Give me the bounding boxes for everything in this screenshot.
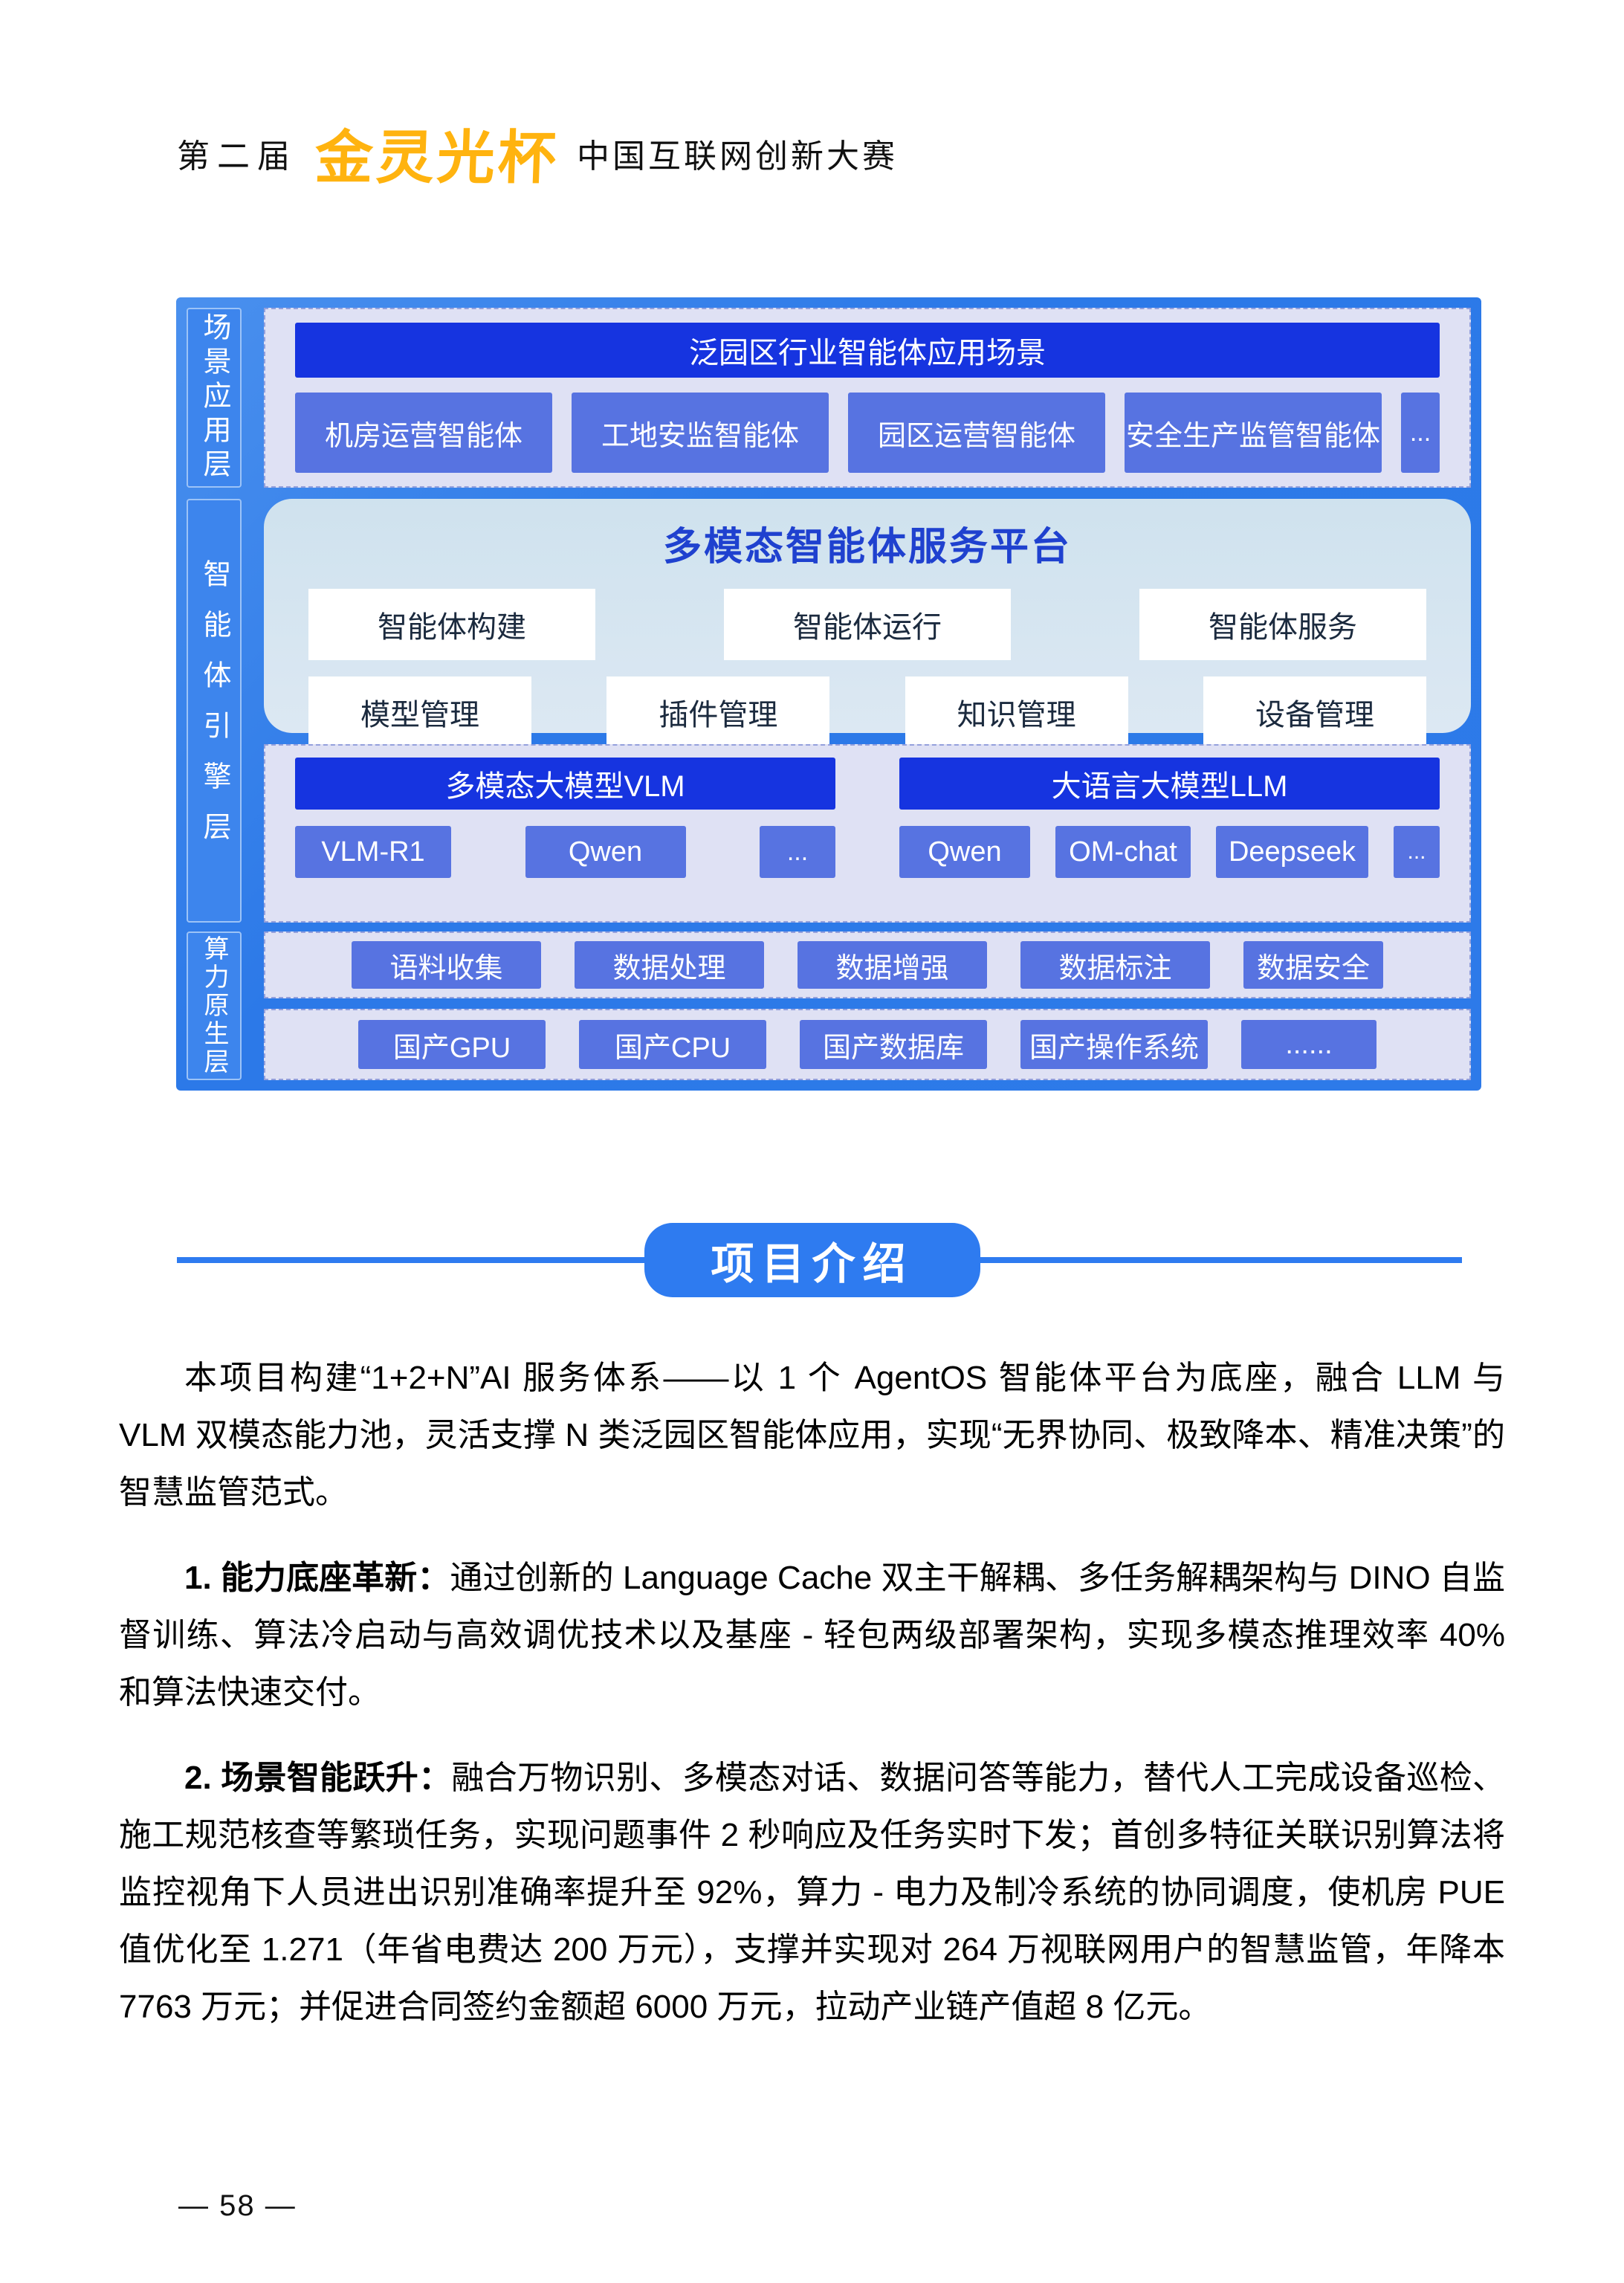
agent-box-production-safety: 安全生产监管智能体 [1125,393,1382,473]
diagram-layer-labels: 场景应用层 智能体引擎层 算力原生层 [187,308,242,1080]
infra-box-domestic-gpu: 国产GPU [358,1020,546,1069]
data-box-corpus-collection: 语料收集 [352,941,541,989]
vlm-model-row: VLM-R1 Qwen ... [295,826,835,878]
platform-box-model-mgmt: 模型管理 [308,676,531,748]
platform-box-agent-run: 智能体运行 [724,589,1011,660]
paragraph-3-text: 融合万物识别、多模态对话、数据问答等能力，替代人工完成设备巡检、施工规范核查等繁… [119,1760,1506,2025]
llm-model-row: Qwen OM-chat Deepseek ... [899,826,1440,878]
intro-paragraph-2: 1. 能力底座革新：通过创新的 Language Cache 双主干解耦、多任务… [119,1549,1505,1721]
data-box-data-annotation: 数据标注 [1020,941,1210,989]
platform-box-device-mgmt: 设备管理 [1203,676,1426,748]
data-pipeline-panel: 语料收集 数据处理 数据增强 数据标注 数据安全 [264,931,1471,998]
section-title-band: 项目介绍 [119,1223,1505,1297]
agent-box-datacenter-ops: 机房运营智能体 [295,393,552,473]
model-box-deepseek: Deepseek [1216,826,1368,878]
data-box-data-processing: 数据处理 [575,941,764,989]
infra-box-more: ...... [1241,1020,1376,1069]
vlm-column: 多模态大模型VLM VLM-R1 Qwen ... [295,758,835,909]
agent-box-construction-safety: 工地安监智能体 [572,393,829,473]
model-box-qwen-llm: Qwen [899,826,1030,878]
paragraph-2-text: 通过创新的 Language Cache 双主干解耦、多任务解耦架构与 DINO… [119,1560,1505,1711]
model-box-qwen-vlm: Qwen [525,826,686,878]
layer-label-agent-engine: 智能体引擎层 [187,499,242,923]
header-edition: 第二届 [177,138,297,175]
architecture-diagram: 场景应用层 智能体引擎层 算力原生层 泛园区行业智能体应用场景 机房运营智能体 … [176,297,1481,1091]
llm-column: 大语言大模型LLM Qwen OM-chat Deepseek ... [899,758,1440,909]
app-scene-title-bar: 泛园区行业智能体应用场景 [295,323,1440,378]
paragraph-3-lead: 2. 场景智能跃升： [184,1760,452,1796]
header-competition-name: 中国互联网创新大赛 [577,138,899,175]
llm-title-bar: 大语言大模型LLM [899,758,1440,810]
platform-box-agent-service: 智能体服务 [1139,589,1426,660]
header-brand-logo: 金灵光杯 [314,125,560,190]
platform-box-knowledge-mgmt: 知识管理 [905,676,1128,748]
layer-label-compute-native: 算力原生层 [187,931,242,1080]
intro-paragraph-3: 2. 场景智能跃升：融合万物识别、多模态对话、数据问答等能力，替代人工完成设备巡… [119,1749,1505,2035]
vlm-title-bar: 多模态大模型VLM [295,758,835,810]
models-panel: 多模态大模型VLM VLM-R1 Qwen ... 大语言大模型LLM Qwen… [264,744,1471,923]
infra-box-domestic-database: 国产数据库 [800,1020,987,1069]
page-header: 第二届 金灵光杯 中国互联网创新大赛 [177,112,898,195]
app-scene-panel: 泛园区行业智能体应用场景 机房运营智能体 工地安监智能体 园区运营智能体 安全生… [264,308,1471,488]
app-scene-row: 机房运营智能体 工地安监智能体 园区运营智能体 安全生产监管智能体 ... [295,393,1440,473]
intro-paragraph-1: 本项目构建“1+2+N”AI 服务体系——以 1 个 AgentOS 智能体平台… [119,1349,1505,1521]
platform-panel: 多模态智能体服务平台 智能体构建 智能体运行 智能体服务 模型管理 插件管理 知… [264,499,1471,748]
platform-title: 多模态智能体服务平台 [662,526,1072,569]
platform-box-plugin-mgmt: 插件管理 [606,676,830,748]
model-box-llm-more: ... [1394,826,1440,878]
infra-box-domestic-os: 国产操作系统 [1020,1020,1208,1069]
layer-label-scene-application: 场景应用层 [187,308,242,488]
model-box-vlm-more: ... [760,826,835,878]
infra-panel: 国产GPU 国产CPU 国产数据库 国产操作系统 ...... [264,1009,1471,1080]
paragraph-2-lead: 1. 能力底座革新： [184,1560,450,1596]
project-introduction-text: 本项目构建“1+2+N”AI 服务体系——以 1 个 AgentOS 智能体平台… [119,1349,1505,2064]
paragraph-1-text: 本项目构建“1+2+N”AI 服务体系——以 1 个 AgentOS 智能体平台… [119,1360,1505,1511]
model-box-vlm-r1: VLM-R1 [295,826,451,878]
agent-box-more: ... [1401,393,1440,473]
diagram-content: 泛园区行业智能体应用场景 机房运营智能体 工地安监智能体 园区运营智能体 安全生… [264,308,1471,1080]
data-box-data-augmentation: 数据增强 [798,941,987,989]
platform-row-1: 智能体构建 智能体运行 智能体服务 [308,589,1426,660]
platform-box-agent-build: 智能体构建 [308,589,595,660]
agent-box-park-ops: 园区运营智能体 [848,393,1105,473]
page-number: — 58 — [178,2189,297,2222]
section-title-pill: 项目介绍 [644,1223,980,1297]
platform-row-2: 模型管理 插件管理 知识管理 设备管理 [308,676,1426,748]
model-box-om-chat: OM-chat [1055,826,1191,878]
data-box-data-security: 数据安全 [1243,941,1383,989]
infra-box-domestic-cpu: 国产CPU [579,1020,766,1069]
